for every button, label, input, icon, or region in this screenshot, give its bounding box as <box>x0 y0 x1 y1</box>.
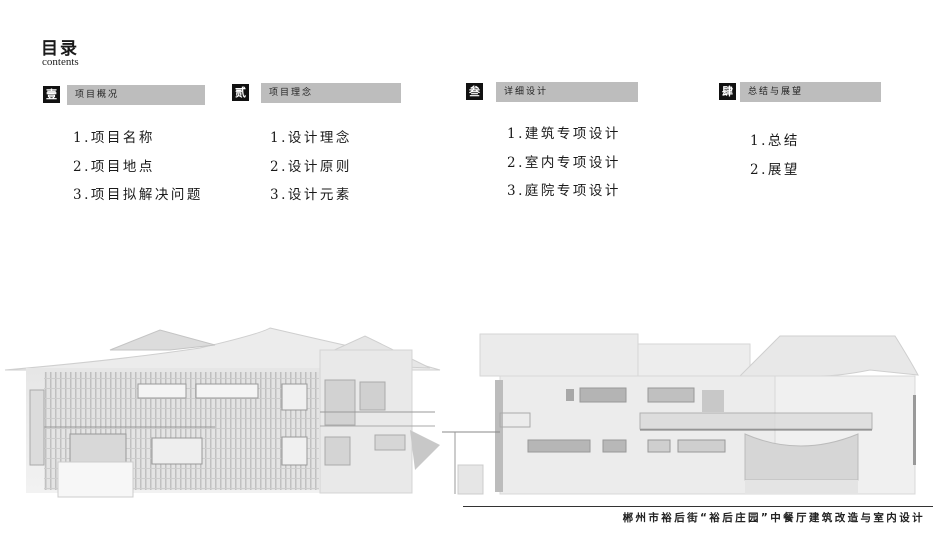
toc-item[interactable]: 3.庭院专项设计 <box>507 183 621 199</box>
toc-item[interactable]: 1.设计理念 <box>270 130 352 146</box>
section-badge: 肆 <box>719 83 736 100</box>
toc-item[interactable]: 1.项目名称 <box>73 130 155 146</box>
toc-item[interactable]: 3.设计元素 <box>270 187 352 203</box>
toc-item[interactable]: 2.设计原则 <box>270 158 352 175</box>
section-badge: 叁 <box>466 83 483 100</box>
toc-item[interactable]: 3.项目拟解决问题 <box>73 187 203 203</box>
section-badge: 贰 <box>232 84 249 101</box>
building-elevation-side-image <box>442 333 919 495</box>
section-heading: 详细设计 <box>496 82 638 102</box>
footer-divider <box>463 506 933 507</box>
page-title: 目录 <box>41 39 79 59</box>
toc-item[interactable]: 1.建筑专项设计 <box>507 126 621 142</box>
toc-item[interactable]: 2.室内专项设计 <box>507 154 621 171</box>
toc-item[interactable]: 2.项目地点 <box>73 158 155 175</box>
section-badge: 壹 <box>43 86 60 103</box>
footer-project-title: 郴州市裕后街“裕后庄园”中餐厅建筑改造与室内设计 <box>622 512 925 524</box>
page-subtitle: contents <box>42 56 79 68</box>
building-elevation-front-image <box>4 327 441 498</box>
toc-item[interactable]: 1.总结 <box>750 133 800 149</box>
section-heading: 总结与展望 <box>740 82 881 102</box>
toc-item[interactable]: 2.展望 <box>750 161 800 178</box>
section-heading: 项目理念 <box>261 83 401 103</box>
section-heading: 项目概况 <box>67 85 205 105</box>
